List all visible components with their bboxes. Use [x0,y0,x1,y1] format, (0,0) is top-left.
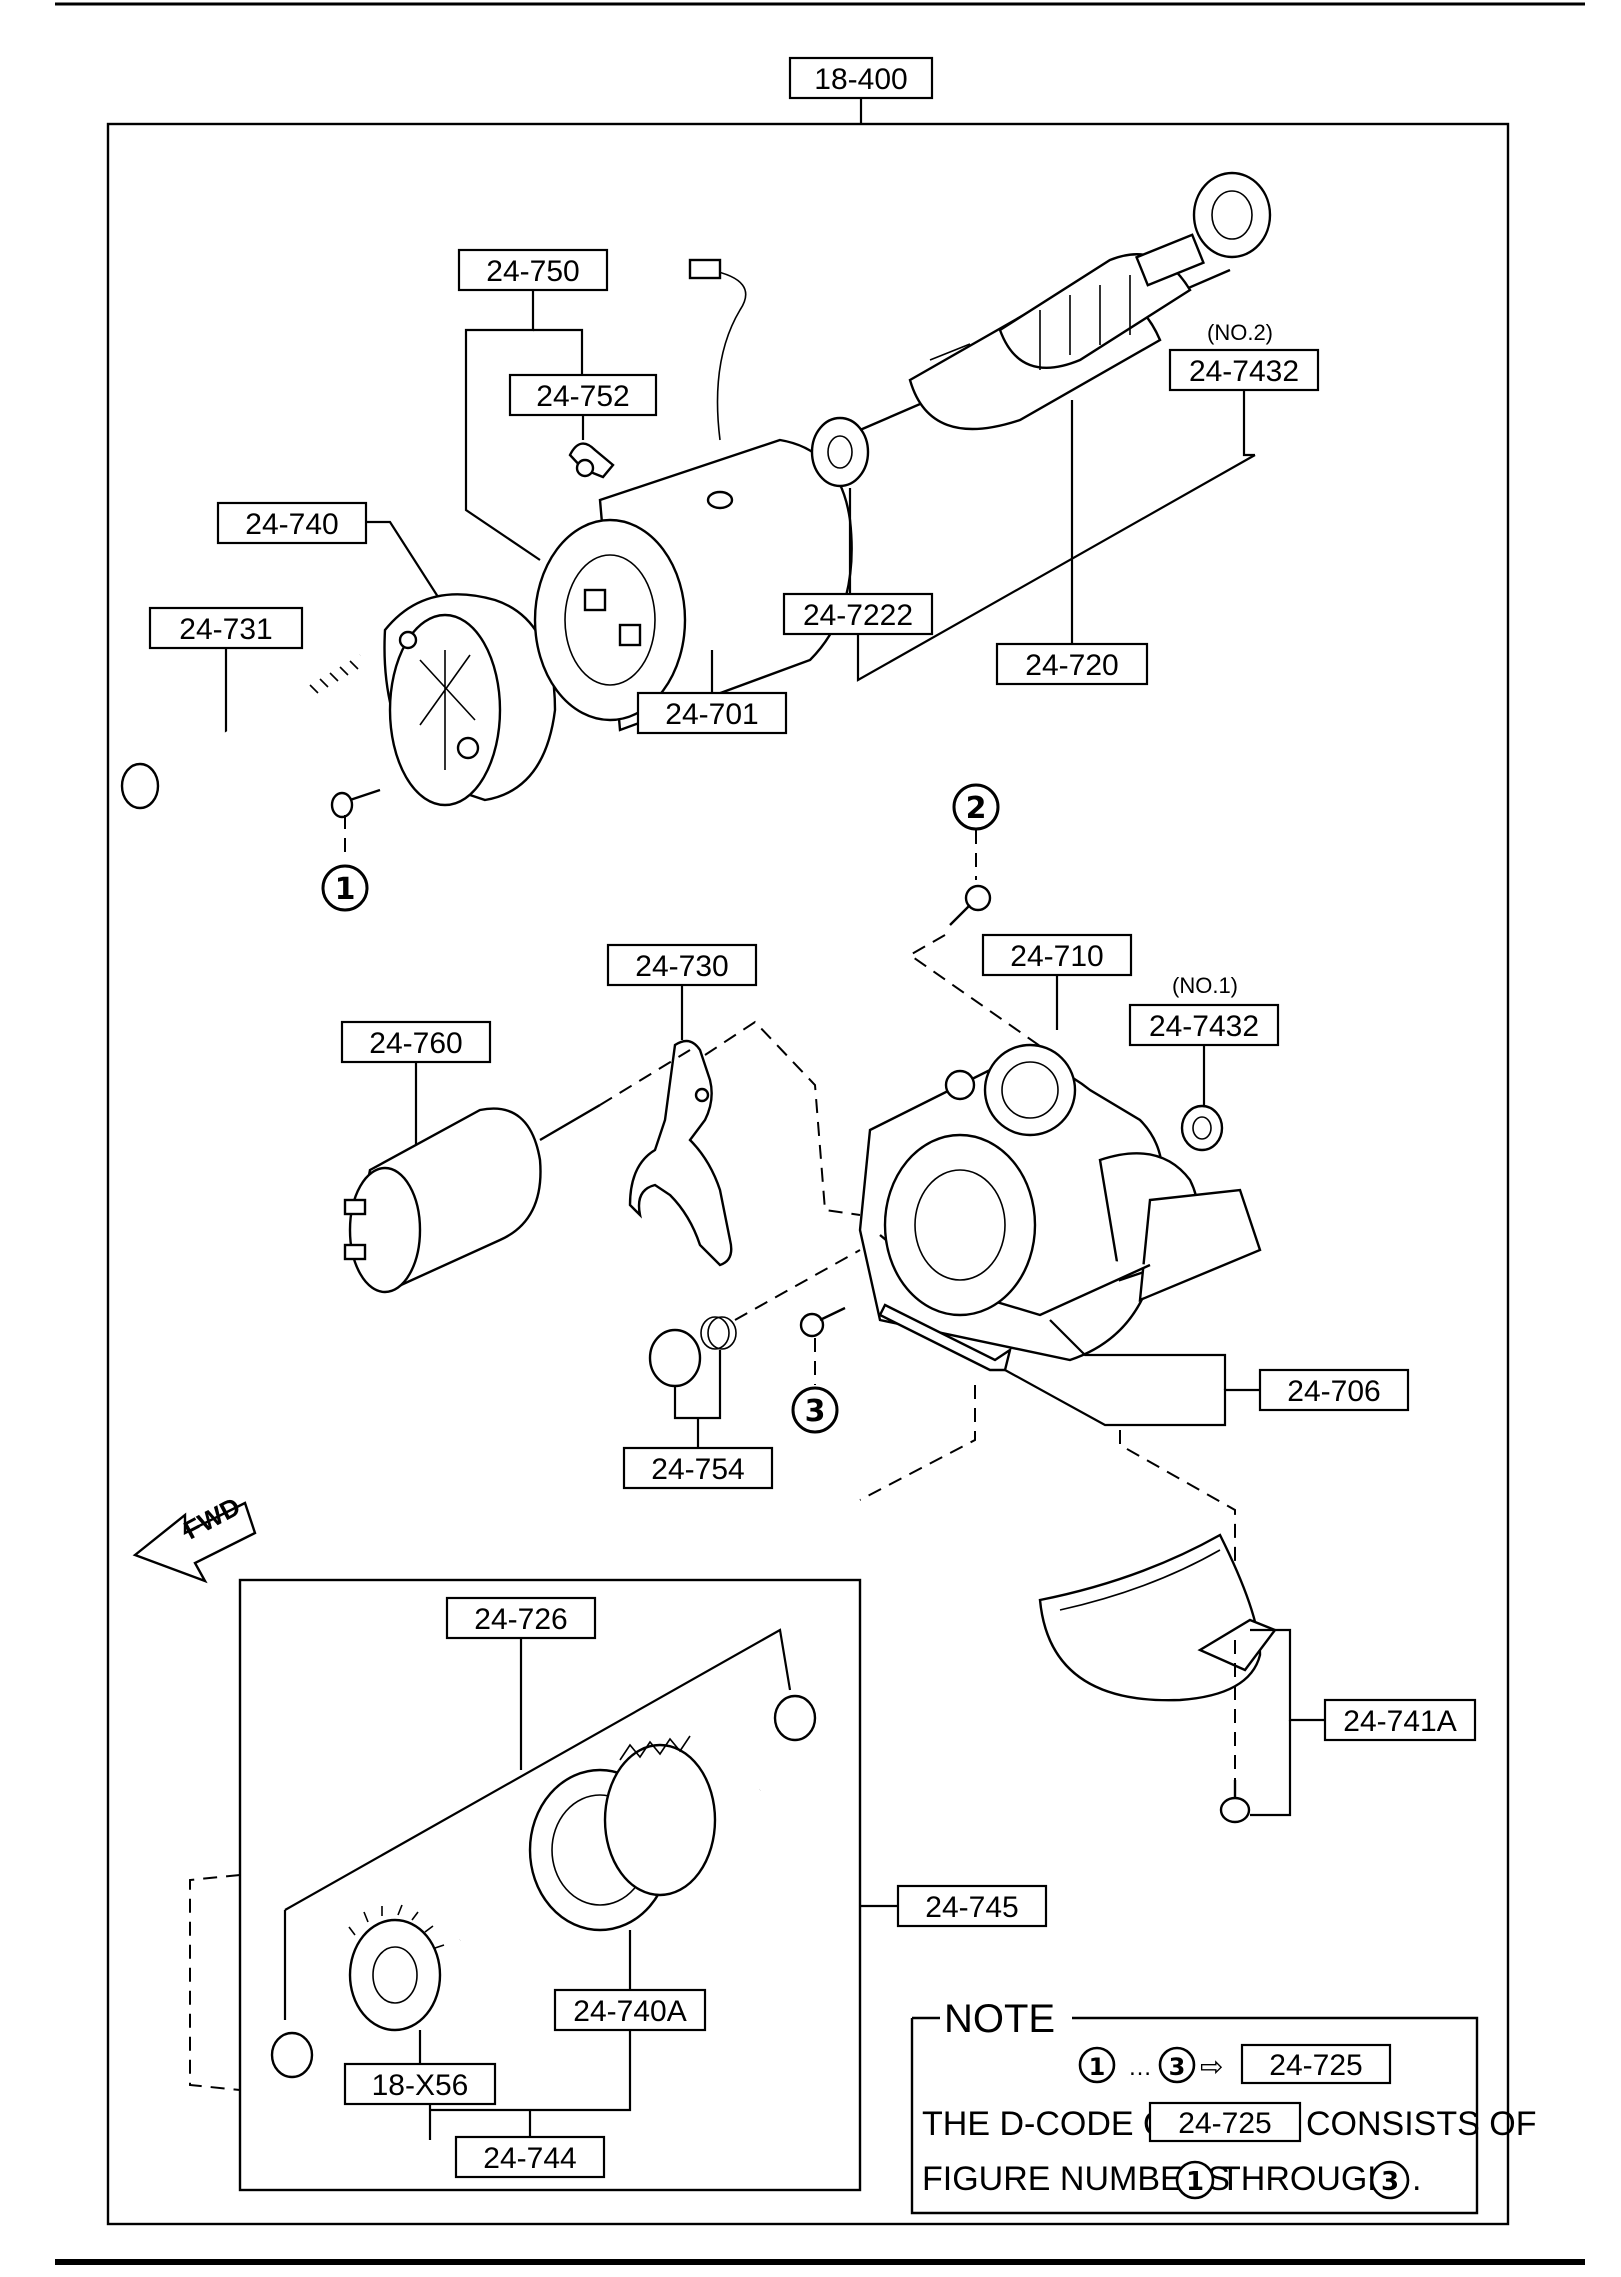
note-line2-suffix: CONSISTS OF [1306,2105,1536,2143]
note-range-sep: … [1128,2054,1152,2081]
label-24-710[interactable]: 24-710 [981,933,1133,977]
svg-text:24-750: 24-750 [486,255,579,288]
label-24-726[interactable]: 24-726 [445,1596,597,1640]
svg-text:2: 2 [966,791,987,826]
label-24-740[interactable]: 24-740 [216,501,368,545]
overrunning-clutch-part [457,1735,763,1946]
plunger-spring-part [648,1316,737,1388]
armature-part [859,233,1231,432]
svg-text:24-726: 24-726 [474,1603,567,1636]
snap-ring-bottom [270,2031,314,2079]
through-bolt-part [120,652,362,810]
label-24-706[interactable]: 24-706 [1258,1368,1410,1412]
svg-text:24-752: 24-752 [536,380,629,413]
screw-2-part [949,884,992,926]
label-24-730[interactable]: 24-730 [606,943,758,987]
bearing-small-part [810,416,870,488]
svg-text:24-744: 24-744 [483,2142,576,2175]
label-18-X56[interactable]: 18-X56 [343,2062,497,2106]
circle-number-2[interactable]: 2 [952,783,1000,831]
svg-text:24-740A: 24-740A [573,1995,686,2028]
circle-number-3[interactable]: 3 [791,1386,839,1434]
solenoid-part [343,1103,601,1294]
svg-text:24-745: 24-745 [925,1891,1018,1924]
main-frame [106,122,1510,2226]
svg-text:24-7432: 24-7432 [1149,1010,1259,1043]
bearing-no1-part [1180,1104,1224,1152]
screw-1-part [330,788,381,819]
label-24-750[interactable]: 24-750 [457,248,609,292]
svg-text:24-7432: 24-7432 [1189,355,1299,388]
note-no2: (NO.2) [1207,320,1273,345]
shift-lever-part [628,1039,733,1267]
label-24-720[interactable]: 24-720 [995,642,1149,686]
label-24-760[interactable]: 24-760 [340,1020,492,1064]
bearing-no2-part [1192,171,1272,259]
label-24-744[interactable]: 24-744 [454,2135,606,2179]
svg-text:24-754: 24-754 [651,1453,744,1486]
label-24-701[interactable]: 24-701 [636,691,788,735]
note-line3-circle-1: 1 [1186,2167,1204,2197]
yoke-part [533,258,853,732]
svg-text:24-710: 24-710 [1010,940,1103,973]
note-arrow: ⇨ [1200,2051,1223,2082]
end-cover-part [383,593,557,807]
label-24-754[interactable]: 24-754 [622,1446,774,1490]
shield-bolt-part [1219,1780,1251,1824]
sub-assembly-frame [238,1578,862,2192]
drive-housing-part [858,1043,1262,1362]
svg-text:24-7222: 24-7222 [803,599,913,632]
note-line2-code: 24-725 [1178,2107,1271,2140]
brush-clip-part [568,442,615,479]
label-24-740A[interactable]: 24-740A [553,1988,707,2032]
svg-text:24-720: 24-720 [1025,649,1118,682]
label-24-7432-no2[interactable]: 24-7432 [1168,348,1320,392]
svg-text:24-741A: 24-741A [1343,1705,1456,1738]
label-24-741A[interactable]: 24-741A [1323,1698,1477,1742]
note-title: NOTE [944,1997,1055,2041]
note-line3-circle-3: 3 [1381,2167,1399,2197]
snap-ring-top [773,1694,817,1742]
note-box: NOTE 1 … 3 ⇨ 24-725 THE D-CODE OF 24-725… [910,1997,1536,2215]
label-24-7222[interactable]: 24-7222 [782,592,934,636]
svg-text:3: 3 [805,1394,826,1429]
svg-text:1: 1 [335,872,356,907]
label-24-731[interactable]: 24-731 [148,606,304,650]
note-no1: (NO.1) [1172,973,1238,998]
note-line3-end: . [1412,2160,1421,2198]
screw-3-part [799,1306,846,1338]
circle-number-1[interactable]: 1 [321,864,369,912]
svg-text:24-731: 24-731 [179,613,272,646]
svg-text:24-701: 24-701 [665,698,758,731]
svg-text:24-740: 24-740 [245,508,338,541]
label-24-745[interactable]: 24-745 [896,1884,1048,1928]
note-circle-3: 3 [1169,2053,1186,2081]
label-24-752[interactable]: 24-752 [508,373,658,417]
label-24-7432-no1[interactable]: 24-7432 [1128,1003,1280,1047]
svg-text:18-400: 18-400 [814,63,907,96]
svg-text:24-706: 24-706 [1287,1375,1380,1408]
pinion-gear-part [348,1904,445,2032]
fwd-arrow: FWD [132,1491,257,1584]
note-code: 24-725 [1269,2049,1362,2082]
svg-text:18-X56: 18-X56 [372,2069,469,2102]
note-circle-1: 1 [1089,2053,1106,2081]
svg-text:24-730: 24-730 [635,950,728,983]
heat-shield-part [1038,1533,1277,1702]
label-18-400[interactable]: 18-400 [788,56,934,100]
note-line3-mid: THROUGH [1220,2160,1392,2198]
svg-text:24-760: 24-760 [369,1027,462,1060]
note-line2-prefix: THE D-CODE OF [922,2105,1190,2143]
